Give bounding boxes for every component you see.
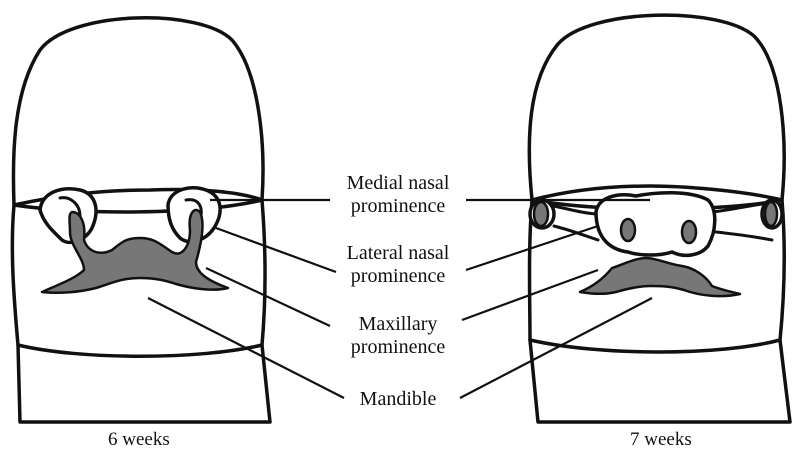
nostril-right-7-weeks (680, 219, 698, 245)
leader-mandible-right (459, 297, 653, 399)
leader-lateral-right (465, 224, 599, 272)
label-lateral-nasal-prominence: Lateral nasal prominence (333, 242, 463, 288)
label-lateral-line2: prominence (350, 265, 446, 287)
leader-lateral-left (215, 226, 337, 274)
caption-6-weeks: 6 weeks (108, 429, 170, 450)
leader-lines (147, 198, 653, 399)
label-lateral-line1: Lateral nasal (346, 242, 450, 264)
stomodeum-7-weeks (578, 256, 742, 298)
label-medial-nasal-prominence: Medial nasal prominence (333, 172, 463, 218)
label-maxillary-prominence: Maxillary prominence (333, 313, 463, 359)
label-mandible: Mandible (333, 388, 463, 411)
stomodeum-6-weeks (40, 208, 230, 295)
label-maxillary-line2: prominence (350, 336, 446, 358)
leader-mandible-left (147, 297, 345, 399)
label-mandible-line1: Mandible (359, 388, 437, 410)
label-medial-line2: prominence (350, 195, 446, 217)
leader-maxillary-left (205, 267, 331, 327)
label-medial-line1: Medial nasal (346, 172, 450, 194)
head-7-weeks (527, 13, 792, 424)
cranium-6-weeks (11, 16, 265, 207)
caption-7-weeks: 7 weeks (630, 429, 692, 450)
label-maxillary-line1: Maxillary (358, 313, 438, 335)
head-6-weeks (10, 16, 272, 424)
cranium-7-weeks (527, 13, 786, 202)
central-nasal-region-7-weeks (594, 190, 717, 258)
nostril-left-7-weeks (619, 217, 637, 243)
leader-maxillary-right (461, 268, 599, 322)
